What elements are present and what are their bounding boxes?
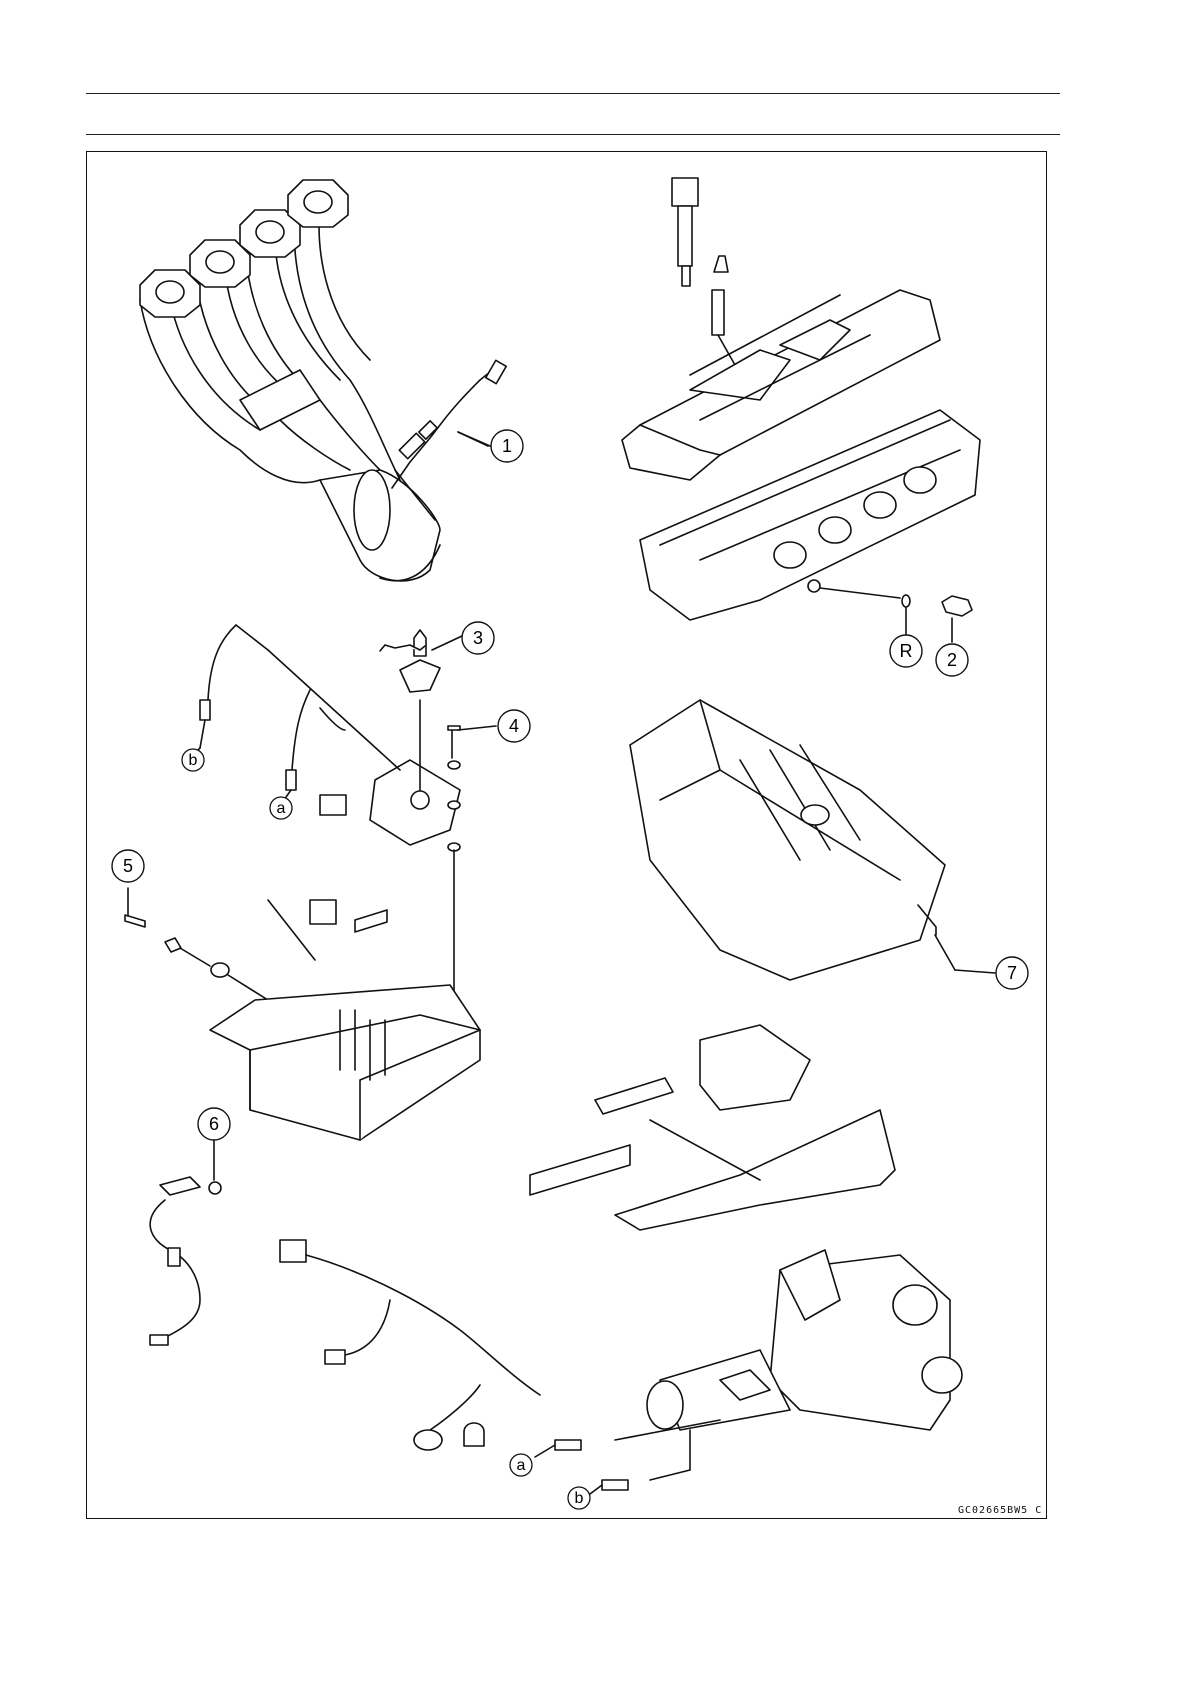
marker-b-bottom: b — [568, 1487, 590, 1509]
marker-a-top: a — [270, 797, 292, 819]
marker-b-top: b — [182, 749, 204, 771]
marker-a-bottom-label: a — [517, 1457, 526, 1474]
figure-code: GC02665BW5 C — [958, 1505, 1042, 1516]
marker-b-top-label: b — [189, 752, 198, 769]
marker-b-bottom-label: b — [575, 1490, 584, 1507]
marker-a-top-label: a — [277, 800, 286, 817]
marker-a-bottom: a — [510, 1454, 532, 1476]
